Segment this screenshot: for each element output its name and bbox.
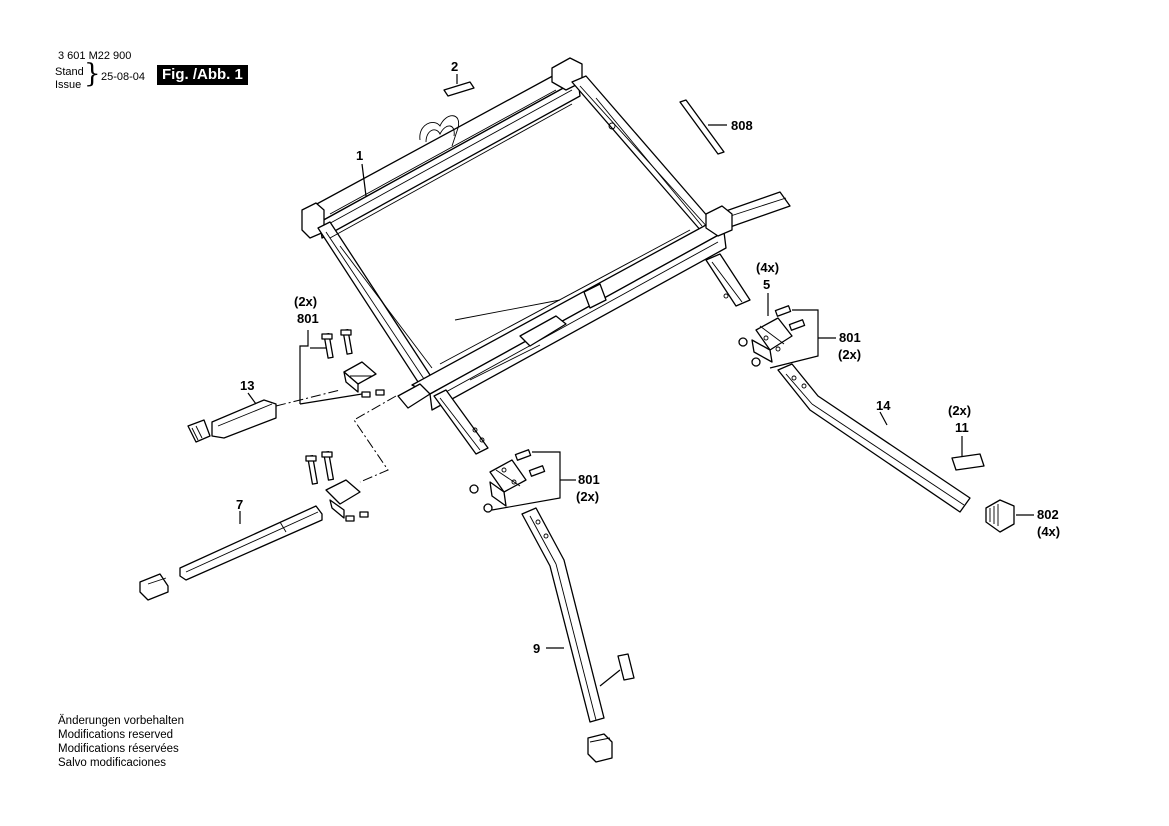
hinge-bracket-part-801-lower xyxy=(305,451,369,522)
disclaimer-line-en: Modifications reserved xyxy=(58,729,174,741)
callout-13: 13 xyxy=(240,378,254,393)
callout-802: 802 xyxy=(1037,507,1059,522)
leg-part-7 xyxy=(139,505,323,601)
disclaimer-line-es: Salvo modificaciones xyxy=(58,757,167,769)
issue-label: Issue xyxy=(55,79,82,91)
label-part-11 xyxy=(951,453,985,471)
callout-7: 7 xyxy=(236,497,243,512)
figure-badge: Fig. /Abb. 1 xyxy=(157,65,248,85)
label-plate-part-2 xyxy=(443,81,475,97)
disclaimer-block: Änderungen vorbehalten Modifications res… xyxy=(58,714,184,770)
callout-801-right-qty: (2x) xyxy=(838,347,861,362)
callout-14: 14 xyxy=(876,398,891,413)
hinge-bracket-part-801-middle xyxy=(469,449,546,513)
callout-2: 2 xyxy=(451,59,458,74)
callout-1: 1 xyxy=(356,148,363,163)
part-number: 3 601 M22 900 xyxy=(58,50,132,62)
hinge-bracket-part-5 xyxy=(738,305,806,367)
callout-5: 5 xyxy=(763,277,770,292)
leg-part-13 xyxy=(187,399,277,443)
callout-801-middle-qty: (2x) xyxy=(576,489,599,504)
callout-801-left-qty: (2x) xyxy=(294,294,317,309)
strip-part-808 xyxy=(679,99,725,155)
disclaimer-line-fr: Modifications réservées xyxy=(58,743,179,755)
leg-part-9 xyxy=(521,507,613,763)
label-part-9 xyxy=(617,653,635,681)
hinge-bracket-part-801-left xyxy=(321,329,385,398)
callout-9: 9 xyxy=(533,641,540,656)
callout-801-right: 801 xyxy=(839,330,861,345)
callout-801-left: 801 xyxy=(297,311,319,326)
callout-5-qty: (4x) xyxy=(756,260,779,275)
issue-date: 25-08-04 xyxy=(101,71,146,83)
table-frame-part xyxy=(301,57,791,455)
callout-808: 808 xyxy=(731,118,753,133)
foot-cap-part-802 xyxy=(985,499,1015,533)
callout-802-qty: (4x) xyxy=(1037,524,1060,539)
stand-label: Stand xyxy=(55,66,84,78)
brace-symbol: } xyxy=(84,59,101,89)
callout-11-qty: (2x) xyxy=(948,403,971,418)
leg-part-14 xyxy=(777,363,971,513)
callout-11: 11 xyxy=(955,420,969,435)
callout-801-middle: 801 xyxy=(578,472,600,487)
disclaimer-line-de: Änderungen vorbehalten xyxy=(58,715,184,727)
